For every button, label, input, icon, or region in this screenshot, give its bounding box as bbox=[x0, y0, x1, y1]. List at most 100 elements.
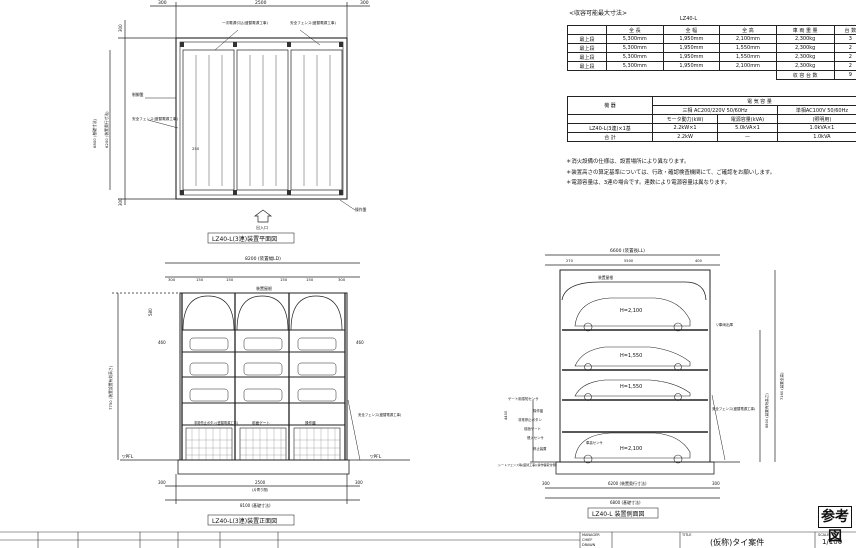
side-dim-bottom-1: 300 bbox=[542, 481, 550, 486]
side-dim-bottom-3: 300 bbox=[712, 481, 720, 486]
spec-cell: 最上段 bbox=[567, 52, 607, 62]
plan-view bbox=[109, 2, 370, 223]
front-label-panel: 操作盤 bbox=[305, 420, 316, 425]
power-cell: 2.2kW bbox=[651, 132, 719, 142]
front-height: 7750 (装置設置有効高さ) bbox=[108, 365, 113, 410]
tb-scale-label: SCALE bbox=[818, 533, 830, 537]
spec-cell: 2,300kg bbox=[775, 52, 835, 62]
power-col-three-phase: 三相 AC200/220V 50/60Hz bbox=[652, 105, 778, 115]
spec-cell: 1,950mm bbox=[662, 34, 721, 44]
power-cell: 2.2kW×1 bbox=[651, 123, 719, 133]
side-title: LZ40-L 装置側面図 bbox=[592, 510, 645, 518]
side-view bbox=[530, 254, 776, 499]
power-sub-lighting: (照明用) bbox=[776, 114, 856, 124]
spec-header-height: 全 高 bbox=[719, 25, 777, 35]
front-sub-6: 300 bbox=[338, 277, 346, 282]
note-item: ＊消火設備の仕様は、設置場所により異なります。 bbox=[566, 159, 690, 165]
front-view bbox=[112, 262, 410, 504]
spec-cell: 1,950mm bbox=[662, 43, 721, 53]
front-label-emergency: 非常停止ボタン(盛替電源工事) bbox=[194, 420, 238, 425]
spec-cell: 2 bbox=[833, 61, 856, 71]
power-cell: 1.0kVA×1 bbox=[776, 123, 856, 133]
plan-label-250: 250 bbox=[192, 146, 200, 151]
spec-cell: 2 bbox=[833, 52, 856, 62]
front-sub-5: 150 bbox=[306, 277, 314, 282]
plan-dim-left-300b: 300 bbox=[118, 198, 123, 206]
plan-title: LZ40-L(3連)装置平面図 bbox=[212, 235, 277, 243]
front-label-roof: 装置屋根 bbox=[256, 285, 272, 291]
side-label-stopper: 停止装置 bbox=[533, 446, 547, 451]
front-dim-bottom-3: 300 bbox=[355, 480, 363, 485]
spec-total-value: 9 bbox=[833, 70, 856, 80]
plan-dim-left-6800: 6800 (基礎寸法) bbox=[92, 118, 97, 148]
power-col-single-phase: 単相AC100V 50/60Hz bbox=[776, 105, 856, 115]
spec-cell: 5,300mm bbox=[606, 61, 664, 71]
tb-title-label: TITLE bbox=[682, 533, 692, 537]
spec-cell: 1,550mm bbox=[719, 43, 777, 53]
power-cell: 1.0kVA bbox=[776, 132, 856, 142]
power-cell: — bbox=[717, 132, 778, 142]
tb-drawn: DRAWN bbox=[582, 543, 596, 547]
spec-cell: 1,950mm bbox=[662, 61, 721, 71]
front-left-460: 460 bbox=[158, 340, 166, 345]
side-label-panel: 操作盤 bbox=[533, 408, 544, 413]
front-label-fence: 安全フェンス(盛替電源工事) bbox=[358, 412, 402, 417]
power-col-equipment: 機 器 bbox=[567, 96, 653, 115]
tb-manager: MANAGER bbox=[582, 533, 600, 537]
side-h2: H=1,550 bbox=[620, 353, 642, 359]
front-left-580: 580 bbox=[148, 308, 153, 316]
side-label-sheet-fence: シートフェンス等(盛替工事)(操作盤取付側) bbox=[498, 462, 557, 467]
plan-entrance: 出入口 bbox=[256, 224, 268, 230]
table-row: 最上段 5,300mm 1,950mm 2,100mm 2,300kg 3 bbox=[567, 34, 856, 44]
power-cell: LZ40-L(3連)×1基 bbox=[567, 123, 653, 133]
tb-scale: 1/100 bbox=[822, 538, 843, 546]
front-right-460: 460 bbox=[356, 340, 364, 345]
front-dim-bottom-sub: (片寄り間) bbox=[252, 487, 269, 492]
front-dim-bottom-1: 300 bbox=[158, 480, 166, 485]
side-dim-bottom-2: 6200 (装置奥行寸法) bbox=[608, 480, 647, 486]
front-pfl-right: ▽PFL bbox=[370, 454, 382, 460]
front-title: LZ40-L(3連)装置正面図 bbox=[212, 517, 277, 525]
plan-label-control: 制御盤 bbox=[132, 92, 144, 97]
spec-cell: 1,550mm bbox=[719, 52, 777, 62]
side-label-estop: 非常停止ボタン bbox=[518, 417, 542, 422]
side-right-dim-2: 6800 (装置有効高さ) bbox=[764, 393, 769, 428]
spec-cell: 2,300kg bbox=[775, 61, 835, 71]
table-row: 最上段 5,300mm 1,950mm 2,100mm 2,300kg 2 bbox=[567, 61, 856, 71]
plan-label-panel: 操作盤 bbox=[355, 207, 367, 212]
side-label-exit: ▽車両出庫 bbox=[716, 322, 734, 327]
spec-cell: 3 bbox=[833, 34, 856, 44]
titleblock-lines bbox=[0, 531, 856, 548]
side-dim-bottom-total: 6800 (基礎寸法) bbox=[610, 499, 641, 505]
spec-total-label: 収 容 台 数 bbox=[775, 70, 835, 80]
table-row: LZ40-L(3連)×1基 2.2kW×1 5.0kVA×1 1.0kVA×1 bbox=[567, 123, 856, 133]
side-dim-top-sub-3: 400 bbox=[695, 259, 703, 263]
spec-cell: 2,100mm bbox=[719, 61, 777, 71]
plan-dim-top-1: 300 bbox=[158, 0, 167, 6]
side-h1: H=2,100 bbox=[620, 308, 642, 314]
side-label-sensor: ゲート用感知センサ bbox=[508, 396, 539, 401]
front-pfl-left: ▽PFL bbox=[122, 454, 134, 460]
spec-cell: 5,300mm bbox=[606, 34, 664, 44]
tb-project: (仮称)タイ案件 bbox=[710, 538, 765, 547]
plan-dim-top-2: 2500 bbox=[255, 0, 267, 6]
power-cell: 5.0kVA×1 bbox=[717, 123, 778, 133]
spec-header-length: 全 長 bbox=[606, 25, 664, 35]
spec-cell: 2 bbox=[833, 43, 856, 53]
front-label-gate: 前面ゲート bbox=[252, 420, 270, 425]
front-sub-2: 150 bbox=[196, 277, 204, 282]
spec-cell: 1,950mm bbox=[662, 52, 721, 62]
side-dim-top: 6600 (装置長LL) bbox=[610, 247, 645, 254]
spec-cell: 最上段 bbox=[567, 34, 607, 44]
side-left-dim: 4400 bbox=[504, 410, 508, 420]
side-label-fence: 安全フェンス(盛替電源工事) bbox=[712, 406, 756, 411]
spec-cell: 最上段 bbox=[567, 61, 607, 71]
front-dim-bottom-total: 8100 (基礎寸法) bbox=[240, 502, 271, 508]
power-sub-kva: 電源容量(kVA) bbox=[717, 114, 778, 124]
side-label-intrusion: 侵入センサ bbox=[527, 435, 545, 440]
spec-cell: 5,300mm bbox=[606, 43, 664, 53]
note-item: ＊装置高さの算定基準については、行政・確認検査機関にて、ご確認をお願いします。 bbox=[566, 169, 776, 176]
spec-model: LZ40-L bbox=[680, 16, 698, 22]
spec-cell: 2,100mm bbox=[719, 34, 777, 44]
front-sub-3: 150 bbox=[226, 277, 234, 282]
